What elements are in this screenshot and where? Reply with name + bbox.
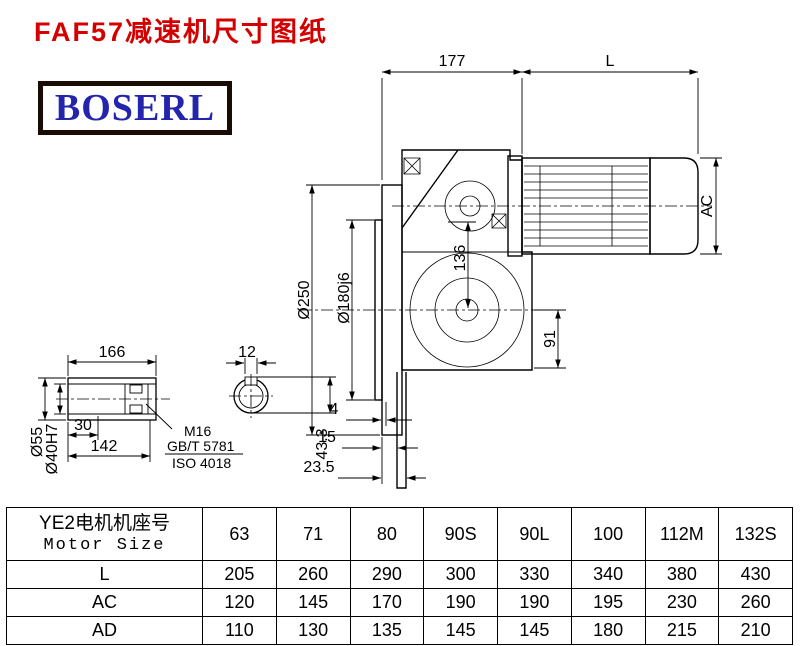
dim-label-43-3: 43.3 (314, 428, 331, 459)
cell: 205 (202, 560, 277, 589)
cell: 260 (275, 560, 351, 589)
row-label-L: L (6, 560, 203, 589)
row-label-AC: AC (6, 588, 203, 617)
brand-logo-text: BOSERL (54, 87, 216, 129)
dim-label-12: 12 (238, 344, 256, 361)
cell: 130 (275, 616, 351, 645)
main-view-dim-labels: 177 L AC Ø250 Ø180j6 136 91 4 15 23.5 (296, 53, 716, 476)
dim-label-136: 136 (452, 245, 469, 272)
col-header-63: 63 (202, 507, 277, 561)
table-row-AC: AC 120 145 170 190 190 195 230 260 (6, 588, 793, 617)
col-header-112m: 112M (644, 507, 720, 561)
motor-fins (524, 165, 648, 247)
table-row-AD: AD 110 130 135 145 145 180 215 210 (6, 616, 793, 645)
cell: 170 (349, 588, 425, 617)
dim-label-91: 91 (542, 330, 559, 348)
shaft-view-outline (67, 376, 269, 421)
cell: 260 (718, 588, 793, 617)
cell: 110 (202, 616, 277, 645)
cell: 145 (423, 616, 498, 645)
col-header-100: 100 (570, 507, 646, 561)
cell: 380 (644, 560, 720, 589)
dim-label-d55: Ø55 (29, 427, 46, 457)
col-header-90l: 90L (497, 507, 572, 561)
col-header-80: 80 (349, 507, 425, 561)
cell: 145 (275, 588, 351, 617)
cell: 215 (644, 616, 720, 645)
header-cn: YE2电机机座号 (39, 512, 170, 534)
cell: 430 (718, 560, 793, 589)
col-header-71: 71 (275, 507, 351, 561)
dim-label-142: 142 (91, 438, 118, 455)
dim-label-d40h7: Ø40H7 (44, 424, 61, 475)
header-en: Motor Size (43, 535, 166, 555)
table-header-row: YE2电机机座号 Motor Size 63 71 80 90S 90L 100… (6, 507, 793, 561)
cell: 290 (349, 560, 425, 589)
shaft-view-dim-labels: 166 Ø55 Ø40H7 30 142 12 43.3 M16 GB/T 57… (29, 344, 331, 474)
note-gbt-5781: GB/T 5781 (167, 438, 235, 454)
table-header-motor-size: YE2电机机座号 Motor Size (6, 507, 203, 561)
dim-label-L: L (606, 53, 615, 70)
cell: 195 (570, 588, 646, 617)
cell: 135 (349, 616, 425, 645)
technical-drawing: 177 L AC Ø250 Ø180j6 136 91 4 15 23.5 (29, 53, 722, 489)
dim-label-4: 4 (330, 401, 339, 418)
datum-symbol (403, 157, 421, 175)
shaft-view-dimensions (38, 355, 336, 462)
dim-label-AC: AC (699, 195, 716, 217)
cell: 145 (497, 616, 572, 645)
note-m16: M16 (184, 423, 211, 439)
note-iso-4018: ISO 4018 (172, 455, 231, 471)
main-view-dimensions (306, 69, 722, 484)
cell: 120 (202, 588, 277, 617)
main-view-centerlines (300, 205, 712, 311)
dim-label-15: 15 (318, 429, 336, 446)
dim-label-od250: Ø250 (296, 280, 313, 319)
dim-label-spigot180: Ø180j6 (336, 272, 353, 324)
cell: 300 (423, 560, 498, 589)
fan-cowl (649, 157, 699, 255)
cell: 340 (570, 560, 646, 589)
cell: 190 (423, 588, 498, 617)
dim-label-177: 177 (439, 53, 466, 70)
dim-label-166: 166 (99, 344, 126, 361)
main-view-details (403, 157, 648, 368)
cell: 190 (497, 588, 572, 617)
col-header-90s: 90S (423, 507, 498, 561)
cell: 180 (570, 616, 646, 645)
table-row-L: L 205 260 290 300 330 340 380 430 (6, 560, 793, 589)
col-header-132s: 132S (718, 507, 793, 561)
datum-symbol (491, 213, 507, 229)
dim-label-30: 30 (74, 417, 92, 434)
motor-size-table: YE2电机机座号 Motor Size 63 71 80 90S 90L 100… (6, 507, 793, 645)
cell: 230 (644, 588, 720, 617)
cell: 210 (718, 616, 793, 645)
brand-logo: BOSERL (38, 81, 232, 135)
row-label-AD: AD (6, 616, 203, 645)
page-title: FAF57减速机尺寸图纸 (34, 17, 329, 47)
shaft-view-centerlines (56, 374, 273, 418)
cell: 330 (497, 560, 572, 589)
dim-label-23-5: 23.5 (303, 459, 334, 476)
main-view-outline (374, 149, 699, 489)
